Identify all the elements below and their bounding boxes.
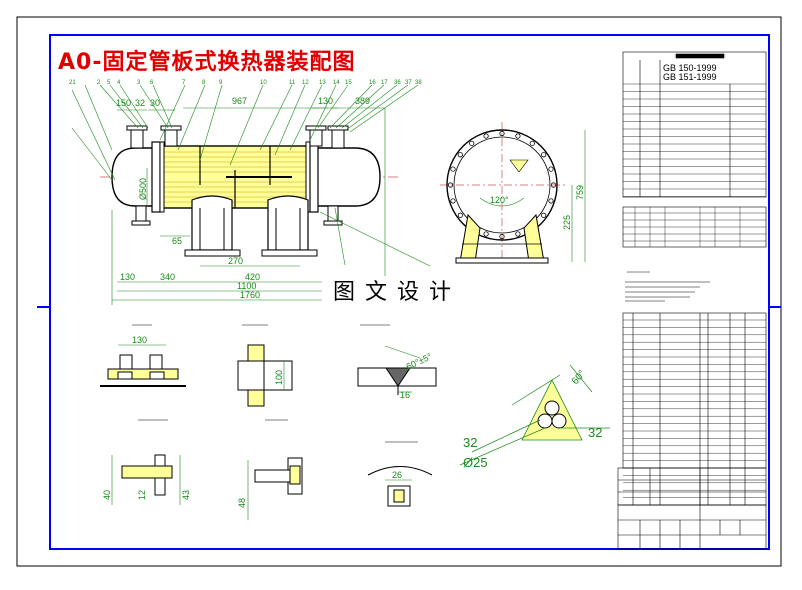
flange-bolt xyxy=(529,140,535,146)
standard-gb150: GB 150-1999 xyxy=(663,63,717,73)
dim-130-top: 130 xyxy=(318,96,333,106)
inner-frame xyxy=(49,34,770,550)
part-balloon: 4 xyxy=(117,80,121,86)
dim-detail-f-48: 48 xyxy=(237,498,247,508)
part-balloon: 12 xyxy=(302,80,309,86)
dim-759: 759 xyxy=(575,185,585,200)
standard-gb151: GB 151-1999 xyxy=(663,72,717,82)
dim-weld-16: 16 xyxy=(400,390,410,400)
dim-65: 65 xyxy=(172,236,182,246)
flange-bolt xyxy=(515,133,521,139)
dim-967: 967 xyxy=(232,96,247,106)
flange-bolt xyxy=(457,152,463,158)
part-balloon: 9 xyxy=(219,80,223,86)
flange-bolt xyxy=(483,231,489,237)
part-balloon: 38 xyxy=(415,80,422,86)
front-view xyxy=(100,125,400,257)
part-balloon: 3 xyxy=(137,80,141,86)
tech-notes xyxy=(625,271,710,302)
tube-pitch-detail xyxy=(459,364,610,466)
dim-detail-e-40: 40 xyxy=(102,490,112,500)
dim-detail-e-12: 12 xyxy=(137,490,147,500)
flange-bolt xyxy=(541,212,547,218)
detail-e xyxy=(111,419,181,505)
part-balloon: 36 xyxy=(394,80,401,86)
dim-389: 389 xyxy=(355,96,370,106)
pitch-dim-32-right: 32 xyxy=(588,425,602,440)
dim-225: 225 xyxy=(562,215,572,230)
dim-30: 30 xyxy=(150,98,160,108)
part-balloon: 8 xyxy=(202,80,206,86)
revision-block xyxy=(617,467,767,506)
side-angle-120: 120° xyxy=(490,195,509,205)
weld-detail xyxy=(357,324,437,395)
dim-detail-g-26: 26 xyxy=(392,470,402,480)
dim-270: 270 xyxy=(228,256,243,266)
pitch-dim-25: Ø25 xyxy=(463,455,488,470)
flange-bolt xyxy=(469,140,475,146)
part-balloon: 14 xyxy=(333,80,340,86)
flange-bolt xyxy=(541,152,547,158)
watermark: 图文设计 xyxy=(322,276,472,310)
dim-detail-c-100: 100 xyxy=(274,370,284,385)
part-balloon: 5 xyxy=(107,80,111,86)
part-balloon: 37 xyxy=(405,80,412,86)
detail-c xyxy=(237,324,293,407)
title-block xyxy=(622,51,767,198)
flange-bolt xyxy=(548,166,554,172)
drawing-title: A0-固定管板式换热器装配图 xyxy=(58,50,356,75)
part-balloon: 10 xyxy=(260,80,267,86)
flange-bolt xyxy=(548,198,554,204)
dim-32: 32 xyxy=(135,98,145,108)
parts-list xyxy=(622,312,767,505)
part-balloon: 7 xyxy=(182,80,186,86)
side-view xyxy=(440,122,586,264)
flange-bolt xyxy=(483,133,489,139)
dim-420: 420 xyxy=(245,272,260,282)
dim-130-bottom: 130 xyxy=(120,272,135,282)
dim-1100: 1100 xyxy=(237,281,256,291)
dim-150: 150 xyxy=(116,98,131,108)
part-balloon: 6 xyxy=(150,80,154,86)
dim-340: 340 xyxy=(160,272,175,282)
part-balloon: 13 xyxy=(319,80,326,86)
detail-g xyxy=(367,441,433,507)
flange-bolt xyxy=(450,166,456,172)
part-balloon: 21 xyxy=(69,80,76,86)
dim-detail-e-43: 43 xyxy=(181,490,191,500)
part-balloon: 15 xyxy=(345,80,352,86)
flange-bolt xyxy=(457,212,463,218)
dimension-lines xyxy=(111,107,386,305)
part-balloon: 2 xyxy=(97,80,101,86)
part-balloon: 11 xyxy=(289,80,296,86)
detail-f xyxy=(247,419,303,520)
outer-border xyxy=(16,16,782,567)
dim-detail-a-130: 130 xyxy=(132,335,147,345)
dim-diameter-500: Ø500 xyxy=(138,178,148,200)
part-balloon: 17 xyxy=(381,80,388,86)
leader-lines xyxy=(71,84,431,267)
detail-a xyxy=(100,324,186,387)
pitch-dim-32-left: 32 xyxy=(463,435,477,450)
flange-bolt xyxy=(515,231,521,237)
flange-bolt xyxy=(450,198,456,204)
dim-1760: 1760 xyxy=(240,290,260,300)
part-balloon: 16 xyxy=(369,80,376,86)
main-title-block xyxy=(617,504,767,550)
